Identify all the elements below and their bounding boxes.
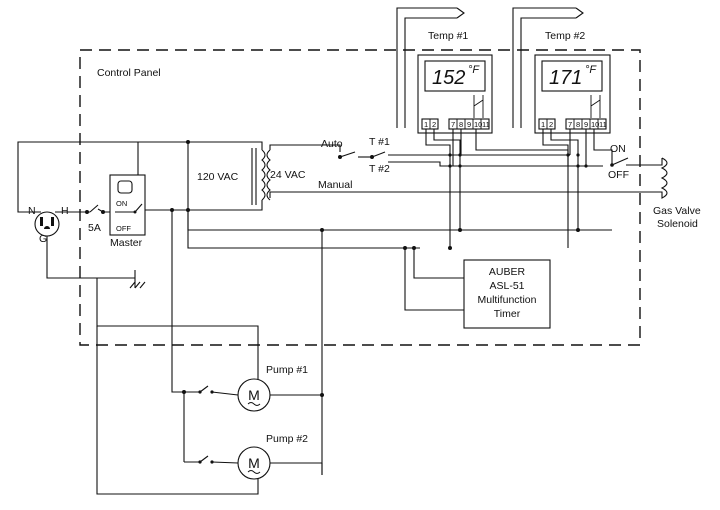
- t2-power-wiring: [542, 129, 569, 248]
- t2-terminal-9: 9: [584, 120, 588, 129]
- timer-word: Timer: [494, 308, 521, 320]
- pump-neutral-bus-1: [96, 278, 259, 390]
- t2-terminal-11: 11: [599, 120, 607, 129]
- t2-control-line: [388, 161, 603, 167]
- temp-controller-1-terminals-right: [448, 118, 490, 130]
- transformer-primary-label: 120 VAC: [197, 171, 239, 183]
- t2-terminal-1: 1: [541, 120, 545, 129]
- selector-t1-label: T #1: [369, 136, 390, 148]
- master-switch-body: [109, 174, 146, 236]
- gas-valve-solenoid-coil: [640, 157, 668, 199]
- pump-1-label: Pump #1: [266, 364, 308, 376]
- selector-t2-label: T #2: [369, 163, 390, 175]
- control-panel-title: Control Panel: [97, 67, 161, 79]
- master-switch-off: OFF: [116, 224, 131, 233]
- gas-valve-label-1: Gas Valve: [653, 205, 701, 217]
- t1-neutral-wiring: [433, 129, 461, 230]
- temp-controller-1-unit: °F: [468, 64, 480, 76]
- neutral-wire-top: [17, 141, 263, 213]
- temp-controller-2-reading: 171: [549, 67, 582, 89]
- temp-probe-2-lead-a: [512, 7, 576, 128]
- outlet-plug-symbol: [34, 211, 60, 237]
- t1-terminal-9: 9: [467, 120, 471, 129]
- temp-controller-2-unit: °F: [585, 64, 597, 76]
- transformer-primary-hot: [188, 200, 263, 211]
- selector-auto-label: Auto: [321, 138, 343, 150]
- gas-valve-label-2: Solenoid: [657, 218, 698, 230]
- timer-model: ASL-51: [489, 280, 524, 292]
- t2-terminal-2: 2: [549, 120, 553, 129]
- pump-1: Pump #1 M: [184, 364, 322, 412]
- gas-valve-switch: ON OFF: [604, 143, 663, 181]
- t2-terminal-10: 10: [591, 120, 599, 129]
- control-panel-boundary: [79, 49, 641, 346]
- pump-1-switch: [184, 385, 239, 396]
- t1-terminal-2: 2: [432, 120, 436, 129]
- t1-terminal-11: 11: [482, 120, 490, 129]
- secondary-return: [269, 191, 640, 198]
- timer-brand: AUBER: [489, 266, 526, 278]
- master-switch-label: Master: [110, 237, 143, 249]
- fuse-rating: 5A: [88, 222, 101, 234]
- transformer-secondary-label: 24 VAC: [270, 169, 306, 181]
- t2-neutral-wiring: [550, 129, 579, 230]
- transformer-primary-coil: [261, 149, 266, 201]
- temp-controller-2-relay: [590, 95, 601, 118]
- temp-controller-1-label: Temp #1: [428, 30, 468, 42]
- temp-controller-2-display: [541, 60, 603, 92]
- pump-2-motor-symbol: M: [248, 455, 260, 471]
- outlet-hot-label: H: [61, 205, 69, 217]
- temp-controller-2-label: Temp #2: [545, 30, 585, 42]
- pump-1-motor-symbol: M: [248, 387, 260, 403]
- pump-2: Pump #2 M: [184, 433, 322, 480]
- pump-2-switch: [184, 455, 239, 464]
- temp-controller-1-reading: 152: [432, 67, 465, 89]
- transformer-secondary-coil: [266, 149, 271, 201]
- temp-probe-1-lead-a: [396, 7, 457, 128]
- power-outlet: N H G: [28, 205, 69, 245]
- temp-controller-2: Temp #2 171 °F 1 2 7 8 9 10 11: [512, 7, 611, 134]
- temp-probe-2-lead-b: [520, 17, 576, 128]
- t1-terminal-7: 7: [451, 120, 455, 129]
- gas-valve-on: ON: [610, 143, 626, 155]
- fuse: 5A: [85, 204, 115, 234]
- master-switch: ON OFF Master: [109, 142, 146, 249]
- timer-box: [463, 259, 551, 329]
- pump-hot-feed: [171, 210, 200, 393]
- t2-terminal-7: 7: [568, 120, 572, 129]
- timer-type: Multifunction: [478, 294, 537, 306]
- auber-timer: AUBER ASL-51 Multifunction Timer: [463, 259, 551, 329]
- outlet-neutral-label: N: [28, 205, 36, 217]
- temp-probe-1-tip: [456, 7, 465, 19]
- t1-terminal-8: 8: [459, 120, 463, 129]
- t1-terminal-1: 1: [424, 120, 428, 129]
- t2-terminal-8: 8: [576, 120, 580, 129]
- ground-wire: [46, 236, 135, 279]
- controller-hot-feed: [187, 210, 420, 249]
- temp-controller-1-relay: [473, 95, 484, 118]
- pump-neutral-bus-2: [96, 326, 259, 495]
- pump-2-label: Pump #2: [266, 433, 308, 445]
- outlet-ground-label: G: [39, 233, 47, 245]
- gas-valve-off: OFF: [608, 169, 629, 181]
- master-switch-lamp: [117, 180, 133, 194]
- timer-feed-1: [413, 248, 464, 279]
- master-switch-on: ON: [116, 199, 127, 208]
- auto-selector-feed: [269, 144, 341, 152]
- chassis-ground-symbol: [129, 270, 146, 289]
- timer-feed-2: [404, 248, 464, 311]
- selector-manual-label: Manual: [318, 179, 352, 191]
- t1-terminal-10: 10: [474, 120, 482, 129]
- t1-power-wiring: [425, 129, 451, 248]
- temp-controller-1: Temp #1 152 °F 1 2 7 8 9 10 11: [396, 7, 493, 134]
- temp-controller-1-display: [424, 60, 486, 92]
- temp-probe-1-lead-b: [404, 17, 457, 128]
- temp-probe-2-tip: [575, 7, 584, 19]
